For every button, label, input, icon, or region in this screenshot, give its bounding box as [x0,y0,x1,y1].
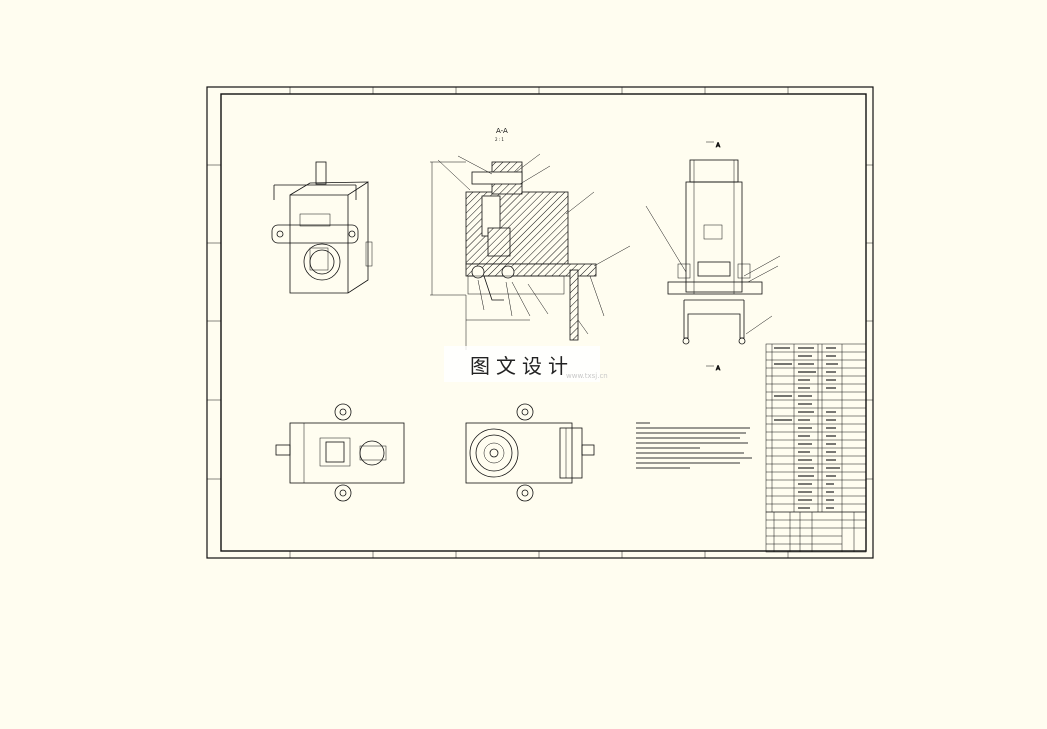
top-view-left [275,403,405,502]
technical-notes [636,422,752,469]
frame-zone-ticks [207,87,873,558]
view-marker-top: A [716,142,721,149]
view-marker-bottom: A [716,365,721,372]
title-block [765,511,867,553]
watermark: 图文设计 [444,346,600,382]
sheet-frame [206,86,874,559]
watermark-text: 图文设计 [470,353,574,378]
parts-list-fill [774,347,840,509]
top-view-right [465,403,595,502]
section-scale: 2 : 1 [495,137,504,142]
isometric-view [271,161,373,294]
side-view: A A [645,142,781,372]
section-label: A-A [496,127,508,135]
parts-list [765,343,867,513]
section-view: A-A 2 : 1 [430,127,631,350]
watermark-url: www.txsj.cn [566,372,608,380]
